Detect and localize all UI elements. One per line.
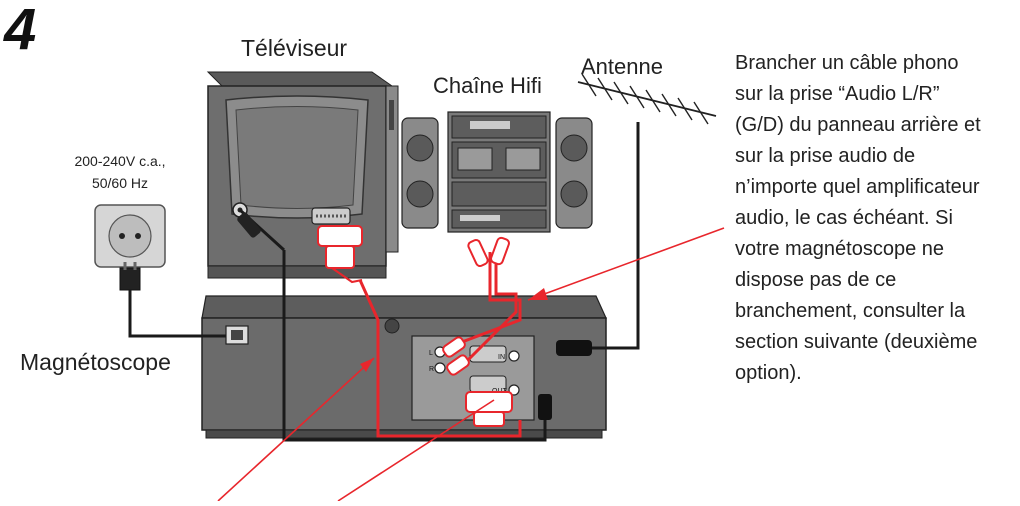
instruction-line: branchement, consulter la (735, 300, 966, 322)
port-label-r: R (429, 366, 434, 373)
speaker-right-cone-bottom (560, 180, 588, 208)
instruction-line: n’importe quel amplificateur (735, 176, 980, 198)
power-label-line: 50/60 Hz (91, 175, 149, 191)
hifi-cassette-right (505, 147, 541, 171)
tv-vent (389, 100, 394, 130)
tv-scart-plug (317, 225, 363, 284)
vcr-screw (384, 318, 400, 334)
audio-cable-r (464, 252, 518, 364)
tv-scart-socket (311, 207, 351, 225)
antenna-plug (556, 340, 592, 356)
instruction-line: sur la prise “Audio L/R” (735, 83, 940, 105)
instruction-line: sur la prise audio de (735, 145, 916, 167)
hifi-amplifier (451, 181, 547, 207)
vcr-power-inlet-inner (231, 330, 243, 340)
power-cable (128, 290, 226, 338)
scart-cable (358, 279, 522, 438)
socket-hole-right (135, 233, 141, 239)
television (206, 71, 399, 279)
pointer-line-to-scart (337, 399, 495, 502)
vcr-audio-r-socket (434, 362, 446, 374)
vcr-base (205, 429, 603, 439)
instruction-line: audio, le cas échéant. Si (735, 207, 953, 229)
instruction-line: option). (735, 362, 802, 384)
pointer-line-to-audio (527, 227, 725, 301)
instruction-text: Brancher un câble phono sur la prise “Au… (735, 48, 1020, 389)
tv-label: Téléviseur (241, 35, 348, 61)
hifi-tuner-display (470, 121, 510, 129)
tv-screen-inner (235, 106, 359, 209)
port-label-l: L (429, 350, 433, 357)
hifi-system (401, 111, 593, 233)
pointer-line-to-vcr (217, 357, 375, 502)
vcr-ant-in-socket (508, 350, 520, 362)
socket-recess (108, 214, 152, 258)
power-label: 200-240V c.a., 50/60 Hz (60, 150, 180, 194)
tv-antenna-plug (237, 212, 261, 238)
wall-socket (94, 204, 166, 291)
vcr-scart-plug (465, 391, 513, 427)
antenna-boom (577, 81, 717, 117)
pointer-arrows (217, 227, 725, 502)
pointer-arrowhead-vcr (360, 358, 374, 372)
speaker-left-cone-top (406, 134, 434, 162)
instruction-line: section suivante (deuxième (735, 331, 978, 353)
tv-top (206, 71, 394, 87)
instruction-line: votre magnétoscope ne (735, 238, 945, 260)
antenna-label: Antenne (581, 54, 663, 79)
instruction-line: Brancher un câble phono (735, 52, 959, 74)
vcr-label: Magnétoscope (20, 349, 171, 375)
antenna-elements (581, 73, 709, 125)
red-cables (358, 252, 522, 438)
hifi-label: Chaîne Hifi (433, 73, 542, 98)
step-number: 4 (4, 0, 37, 62)
hifi-phono-plugs (467, 236, 510, 268)
instruction-line: dispose pas de ce (735, 269, 897, 291)
plug-body (119, 267, 141, 291)
socket-hole-left (119, 233, 125, 239)
vcr-out-plug (538, 394, 552, 420)
hifi-cassette-left (457, 147, 493, 171)
port-label-in: IN (498, 354, 505, 361)
antenna-cable (590, 122, 640, 350)
pointer-arrowhead-audio (528, 288, 548, 300)
vcr-phono-plugs (442, 336, 470, 376)
hifi-cd-tray (460, 215, 500, 221)
power-label-line: 200-240V c.a., (74, 153, 166, 169)
black-cables (128, 122, 640, 442)
instruction-line: (G/D) du panneau arrière et (735, 114, 981, 136)
antenna (577, 73, 717, 125)
vcr-to-tv-antenna-cable (282, 250, 547, 442)
speaker-left-cone-bottom (406, 180, 434, 208)
speaker-right-cone-top (560, 134, 588, 162)
tv-base (207, 265, 387, 279)
